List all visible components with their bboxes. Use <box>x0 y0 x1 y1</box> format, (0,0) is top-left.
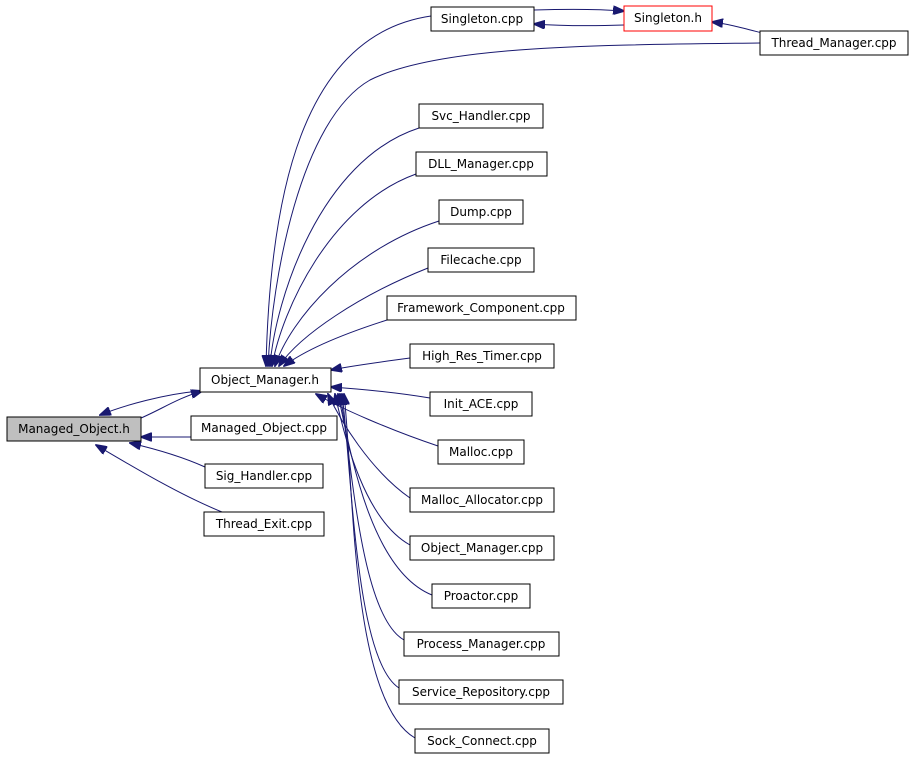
node-label: Thread_Exit.cpp <box>215 517 312 531</box>
node-sock-connect-cpp[interactable]: Sock_Connect.cpp <box>414 728 550 754</box>
node-object-manager-h[interactable]: Object_Manager.h <box>199 367 332 393</box>
edge-proactor-cpp-to-object-manager-h <box>338 394 433 596</box>
node-service-repository-cpp[interactable]: Service_Repository.cpp <box>398 679 564 705</box>
node-label: Malloc.cpp <box>449 445 513 459</box>
node-dll-manager-cpp[interactable]: DLL_Manager.cpp <box>415 151 548 177</box>
node-label: Process_Manager.cpp <box>417 637 546 651</box>
node-high-res-timer-cpp[interactable]: High_Res_Timer.cpp <box>409 343 555 369</box>
node-filecache-cpp[interactable]: Filecache.cpp <box>427 247 535 273</box>
edge-process-manager-cpp-to-object-manager-h <box>340 394 405 641</box>
node-managed-object-h[interactable]: Managed_Object.h <box>6 416 142 442</box>
node-proactor-cpp[interactable]: Proactor.cpp <box>431 583 531 609</box>
node-dump-cpp[interactable]: Dump.cpp <box>438 199 524 225</box>
edge-thread-manager-cpp-to-object-manager-h <box>268 42 761 366</box>
node-label: Init_ACE.cpp <box>444 397 519 411</box>
node-label: Dump.cpp <box>450 205 512 219</box>
edge-svc-handler-cpp-to-object-manager-h <box>270 127 420 366</box>
edge-sig-handler-cpp-to-managed-object-h <box>130 443 206 468</box>
node-init-ace-cpp[interactable]: Init_ACE.cpp <box>429 391 533 417</box>
node-managed-object-cpp[interactable]: Managed_Object.cpp <box>190 415 338 441</box>
dependency-edges <box>96 9 771 739</box>
node-framework-component-cpp[interactable]: Framework_Component.cpp <box>386 295 577 321</box>
edge-object-manager-cpp-to-object-manager-h <box>335 394 411 546</box>
edge-object-manager-h-to-managed-object-h <box>100 390 201 415</box>
node-label: Managed_Object.cpp <box>201 421 327 435</box>
edge-filecache-cpp-to-object-manager-h <box>279 267 429 366</box>
edge-init-ace-cpp-to-object-manager-h <box>331 387 431 399</box>
node-thread-manager-cpp[interactable]: Thread_Manager.cpp <box>759 30 909 56</box>
node-process-manager-cpp[interactable]: Process_Manager.cpp <box>403 631 560 657</box>
node-label: Sig_Handler.cpp <box>216 469 312 483</box>
node-singleton-cpp[interactable]: Singleton.cpp <box>430 6 535 32</box>
edge-thread-exit-cpp-to-managed-object-h <box>96 445 223 513</box>
node-label: Object_Manager.cpp <box>421 541 543 555</box>
node-label: Object_Manager.h <box>211 373 319 387</box>
node-label: Service_Repository.cpp <box>412 685 550 699</box>
node-malloc-allocator-cpp[interactable]: Malloc_Allocator.cpp <box>409 487 555 513</box>
node-label: DLL_Manager.cpp <box>428 157 534 171</box>
node-malloc-cpp[interactable]: Malloc.cpp <box>437 439 525 465</box>
node-label: Proactor.cpp <box>444 589 519 603</box>
node-label: Framework_Component.cpp <box>397 301 565 315</box>
node-label: Thread_Manager.cpp <box>770 36 896 50</box>
node-singleton-h[interactable]: Singleton.h <box>623 5 713 32</box>
node-label: Filecache.cpp <box>440 253 521 267</box>
edge-dll-manager-cpp-to-object-manager-h <box>272 173 417 366</box>
node-label: Singleton.h <box>634 11 702 25</box>
edge-service-repository-cpp-to-object-manager-h <box>342 394 400 689</box>
edge-sock-connect-cpp-to-object-manager-h <box>344 394 416 739</box>
edge-high-res-timer-cpp-to-object-manager-h <box>331 357 411 370</box>
edge-malloc-cpp-to-object-manager-h <box>316 394 439 447</box>
edge-singleton-h-to-singleton-cpp <box>534 24 625 26</box>
node-label: Sock_Connect.cpp <box>427 734 537 748</box>
edge-dump-cpp-to-object-manager-h <box>275 220 440 366</box>
node-svc-handler-cpp[interactable]: Svc_Handler.cpp <box>418 103 544 129</box>
node-sig-handler-cpp[interactable]: Sig_Handler.cpp <box>204 463 324 489</box>
edge-singleton-cpp-to-singleton-h <box>533 9 624 11</box>
node-label: Svc_Handler.cpp <box>431 109 530 123</box>
edge-managed-object-cpp-to-object-manager-h <box>140 391 202 419</box>
edge-singleton-cpp-to-object-manager-h <box>266 15 432 366</box>
edge-framework-component-cpp-to-object-manager-h <box>284 319 388 366</box>
node-label: Managed_Object.h <box>18 422 130 436</box>
node-label: Malloc_Allocator.cpp <box>421 493 543 507</box>
node-object-manager-cpp[interactable]: Object_Manager.cpp <box>409 535 555 561</box>
node-label: Singleton.cpp <box>441 12 523 26</box>
edge-malloc-allocator-cpp-to-object-manager-h <box>328 394 411 499</box>
node-thread-exit-cpp[interactable]: Thread_Exit.cpp <box>203 511 325 537</box>
node-label: High_Res_Timer.cpp <box>422 349 542 363</box>
